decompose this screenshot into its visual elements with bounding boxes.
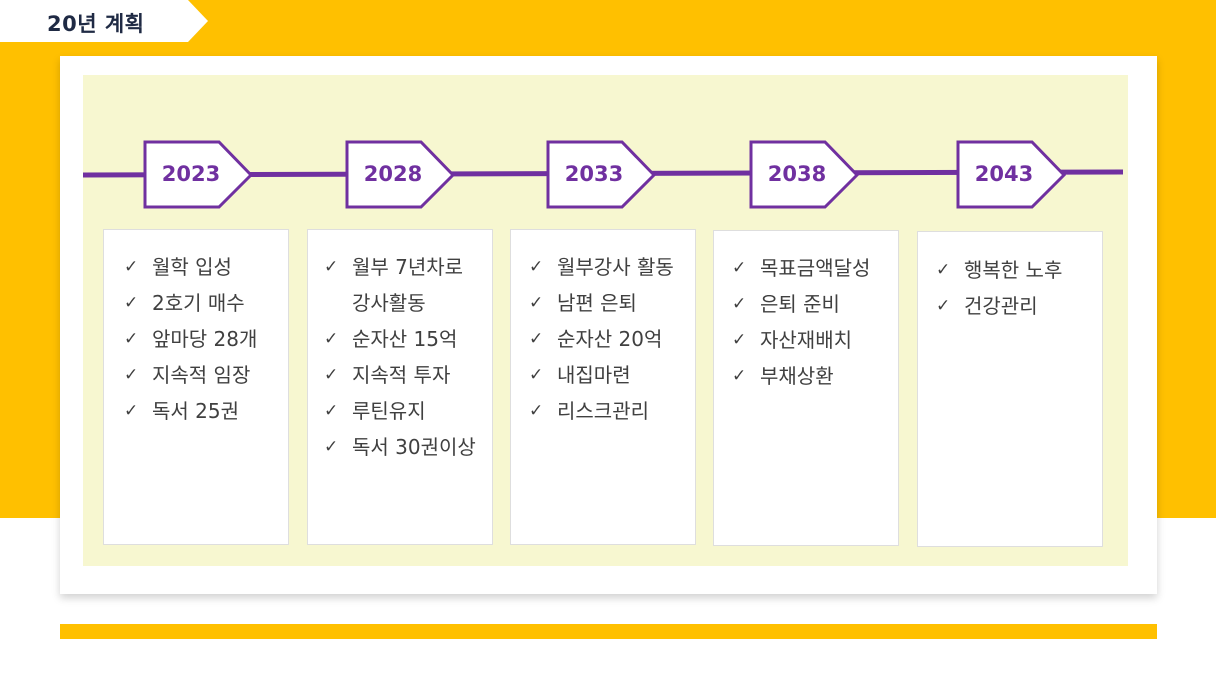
bottom-accent-bar — [60, 624, 1157, 639]
check-icon: ✓ — [732, 330, 747, 350]
goal-item: ✓자산재배치 — [712, 322, 870, 358]
goal-item: ✓건강관리 — [916, 288, 1062, 324]
goal-item: ✓리스크관리 — [509, 393, 674, 429]
check-icon: ✓ — [529, 257, 544, 277]
check-icon: ✓ — [124, 293, 139, 313]
check-icon: ✓ — [124, 257, 139, 277]
check-icon: ✓ — [324, 401, 339, 421]
year-label-2023: 2023 — [161, 162, 221, 186]
goal-box-2038: ✓목표금액달성 ✓은퇴 준비 ✓자산재배치 ✓부채상환 — [713, 230, 899, 546]
check-icon: ✓ — [936, 296, 951, 316]
check-icon: ✓ — [324, 437, 339, 457]
year-label-2038: 2038 — [767, 162, 827, 186]
check-icon: ✓ — [124, 329, 139, 349]
check-icon: ✓ — [732, 294, 747, 314]
check-icon: ✓ — [324, 257, 339, 277]
goal-item: ✓월학 입성 — [104, 249, 257, 285]
goal-item: ✓목표금액달성 — [712, 250, 870, 286]
goal-item: ✓내집마련 — [509, 357, 674, 393]
check-icon: ✓ — [936, 260, 951, 280]
check-icon: ✓ — [529, 365, 544, 385]
goal-item: ✓지속적 투자 — [304, 357, 476, 393]
goal-item: ✓지속적 임장 — [104, 357, 257, 393]
title-tag — [0, 0, 208, 42]
check-icon: ✓ — [732, 366, 747, 386]
goal-box-2043: ✓행복한 노후 ✓건강관리 — [917, 231, 1103, 547]
goal-item: ✓2호기 매수 — [104, 285, 257, 321]
goal-item: ✓순자산 20억 — [509, 321, 674, 357]
check-icon: ✓ — [529, 401, 544, 421]
check-icon: ✓ — [124, 401, 139, 421]
check-icon: ✓ — [324, 365, 339, 385]
year-label-2033: 2033 — [564, 162, 624, 186]
year-label-2043: 2043 — [974, 162, 1034, 186]
goal-item: ✓루틴유지 — [304, 393, 476, 429]
goal-item: ✓부채상환 — [712, 358, 870, 394]
check-icon: ✓ — [529, 293, 544, 313]
goal-item: ✓독서 30권이상 — [304, 429, 476, 465]
year-label-2028: 2028 — [363, 162, 423, 186]
goal-item: ✓은퇴 준비 — [712, 286, 870, 322]
goal-item: ✓독서 25권 — [104, 393, 257, 429]
goal-item: ✓남편 은퇴 — [509, 285, 674, 321]
check-icon: ✓ — [529, 329, 544, 349]
goal-item: ✓앞마당 28개 — [104, 321, 257, 357]
check-icon: ✓ — [324, 329, 339, 349]
goal-item: ✓행복한 노후 — [916, 252, 1062, 288]
goal-item: ✓순자산 15억 — [304, 321, 476, 357]
check-icon: ✓ — [732, 258, 747, 278]
goal-box-2033: ✓월부강사 활동 ✓남편 은퇴 ✓순자산 20억 ✓내집마련 ✓리스크관리 — [510, 229, 696, 545]
check-icon: ✓ — [124, 365, 139, 385]
goal-box-2023: ✓월학 입성 ✓2호기 매수 ✓앞마당 28개 ✓지속적 임장 ✓독서 25권 — [103, 229, 289, 545]
page-title: 20년 계획 — [47, 12, 145, 36]
goal-item: ✓월부강사 활동 — [509, 249, 674, 285]
